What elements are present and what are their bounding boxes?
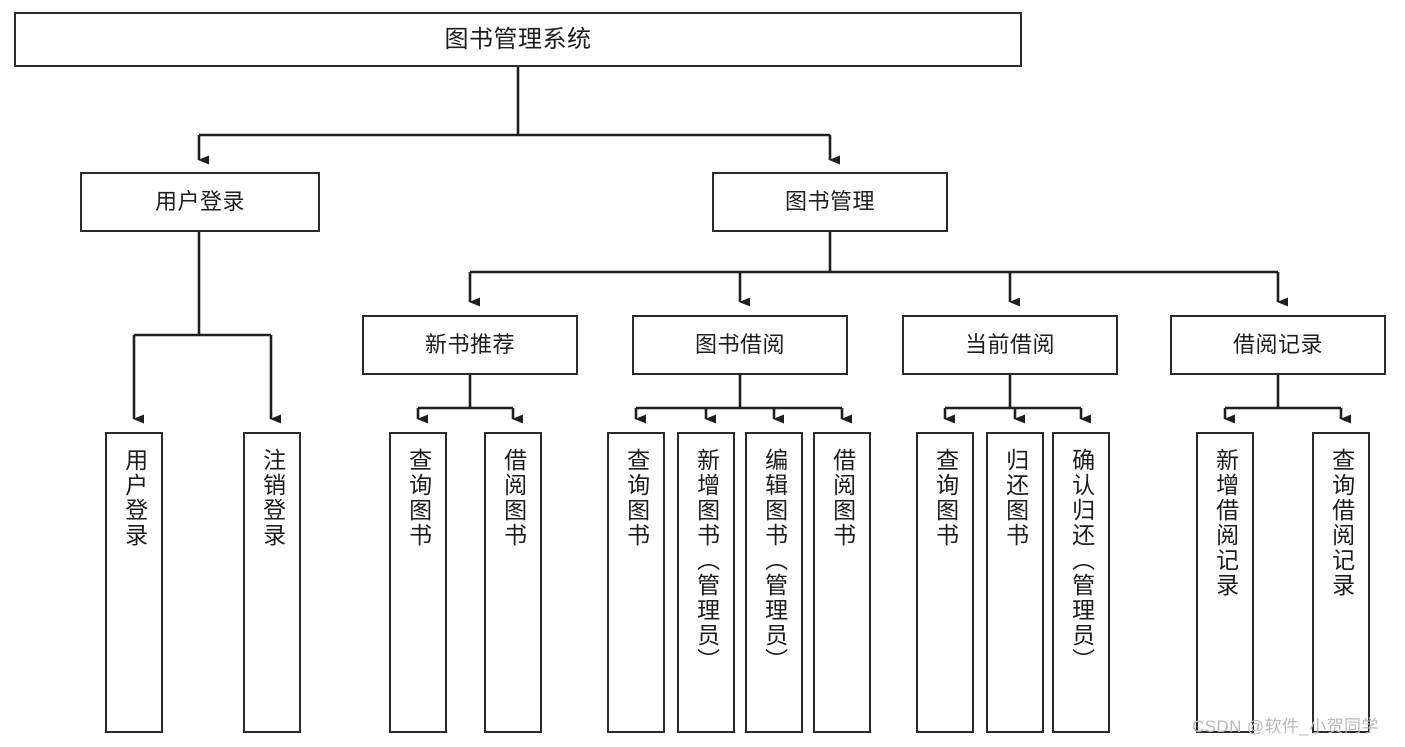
node-label: 新书推荐 [424, 332, 515, 358]
node-leaf-user-login[interactable]: 用户登录 [105, 432, 163, 733]
node-label: 借阅记录 [1232, 332, 1323, 358]
node-label: 编辑图书（管理员） [761, 448, 788, 673]
node-leaf-confirm-return[interactable]: 确认归还（管理员） [1052, 432, 1110, 733]
node-leaf-query-book-current[interactable]: 查询图书 [916, 432, 974, 733]
node-root-system[interactable]: 图书管理系统 [14, 12, 1022, 67]
node-leaf-return-book[interactable]: 归还图书 [986, 432, 1044, 733]
node-book-borrow[interactable]: 图书借阅 [632, 315, 848, 375]
node-label: 借阅图书 [829, 448, 856, 548]
node-book-manage[interactable]: 图书管理 [712, 172, 948, 232]
node-label: 当前借阅 [964, 332, 1055, 358]
node-leaf-user-logout[interactable]: 注销登录 [243, 432, 301, 733]
node-borrow-record[interactable]: 借阅记录 [1170, 315, 1386, 375]
node-user-login[interactable]: 用户登录 [80, 172, 320, 232]
node-label: 确认归还（管理员） [1068, 448, 1095, 673]
node-leaf-borrow-book[interactable]: 借阅图书 [813, 432, 871, 733]
node-current-borrow[interactable]: 当前借阅 [902, 315, 1118, 375]
node-label: 归还图书 [1002, 448, 1029, 548]
node-leaf-query-book-borrow[interactable]: 查询图书 [607, 432, 665, 733]
node-label: 用户登录 [154, 189, 245, 215]
node-label: 新增借阅记录 [1212, 448, 1239, 598]
node-leaf-add-record[interactable]: 新增借阅记录 [1196, 432, 1254, 733]
node-label: 图书借阅 [694, 332, 785, 358]
node-new-book-rec[interactable]: 新书推荐 [362, 315, 578, 375]
node-label: 图书管理系统 [444, 25, 592, 53]
node-leaf-query-record[interactable]: 查询借阅记录 [1312, 432, 1370, 733]
node-label: 图书管理 [784, 189, 875, 215]
node-label: 注销登录 [259, 448, 286, 548]
node-label: 新增图书（管理员） [693, 448, 720, 673]
node-label: 借阅图书 [500, 448, 527, 548]
node-leaf-query-book-rec[interactable]: 查询图书 [389, 432, 447, 733]
node-leaf-add-book[interactable]: 新增图书（管理员） [677, 432, 735, 733]
node-label: 查询图书 [932, 448, 959, 548]
node-label: 查询借阅记录 [1328, 448, 1355, 598]
node-label: 用户登录 [121, 448, 148, 548]
node-label: 查询图书 [623, 448, 650, 548]
node-label: 查询图书 [405, 448, 432, 548]
connector-lines [132, 67, 1351, 424]
node-leaf-edit-book[interactable]: 编辑图书（管理员） [745, 432, 803, 733]
node-leaf-borrow-book-rec[interactable]: 借阅图书 [484, 432, 542, 733]
csdn-watermark: CSDN @软件_小贺同学 [1192, 717, 1379, 736]
